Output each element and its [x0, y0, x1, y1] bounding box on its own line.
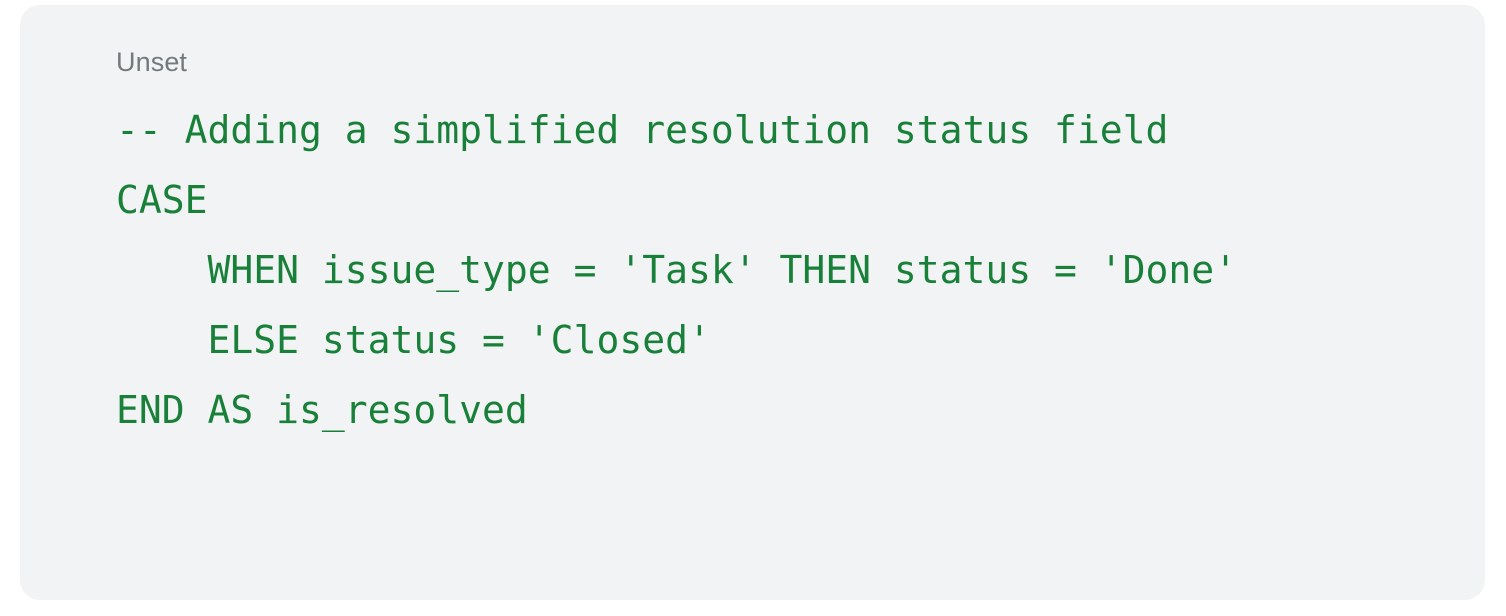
- code-content[interactable]: -- Adding a simplified resolution status…: [116, 108, 1238, 432]
- code-language-label: Unset: [116, 47, 188, 77]
- code-block-card: Unset -- Adding a simplified resolution …: [20, 5, 1485, 600]
